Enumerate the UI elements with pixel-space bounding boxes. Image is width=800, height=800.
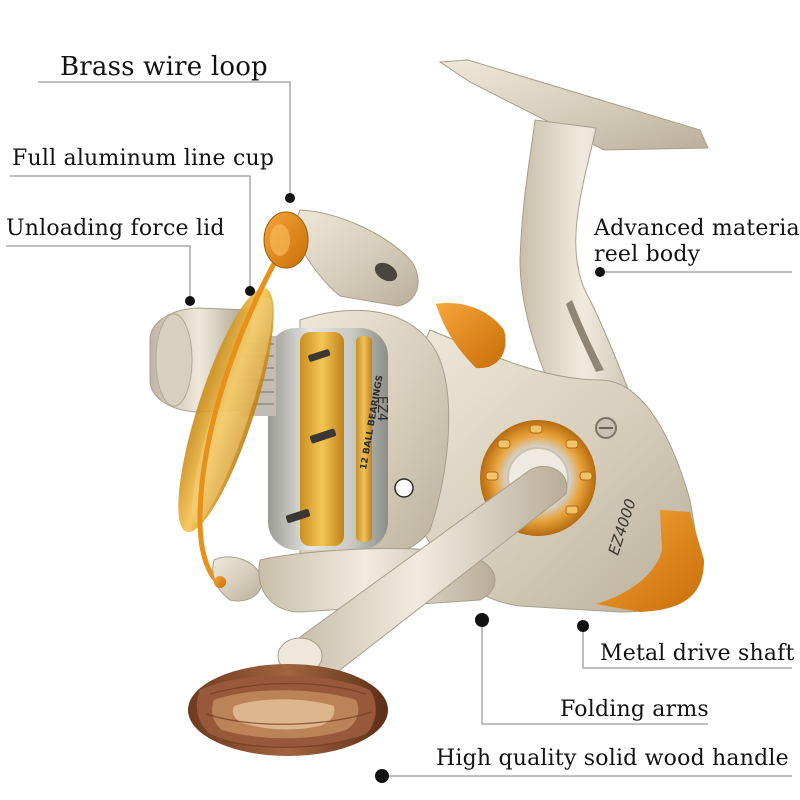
callout-wood-handle: High quality solid wood handle [436,746,789,771]
rear-accent [596,510,704,612]
reel-foot [438,59,709,151]
callout-line-shaft [582,626,792,669]
callout-brass-wire-loop: Brass wire loop [60,52,268,82]
callout-dot-shaft [577,620,589,632]
bail-assembly [197,209,419,602]
callout-reel-body-line2: reel body [594,242,701,267]
callout-dot-lid [185,296,195,306]
callout-reel-body-line1: Advanced material [594,216,800,241]
callout-lines [6,81,792,777]
callout-drive-shaft: Metal drive shaft [600,641,795,666]
rotor-and-spool: EZ4 12 BALL BEARINGS [149,287,450,565]
bail-wire [197,233,293,593]
callout-line-cup: Full aluminum line cup [12,146,275,171]
callout-line-cup [10,175,251,290]
callout-dots [185,193,605,783]
callout-dot-cup [245,286,255,296]
callout-dot-handle [375,769,389,783]
callout-dot-arms [475,613,489,627]
callout-line-lid [6,245,191,300]
folding-handle-arm [258,465,568,676]
callout-folding-arms: Folding arms [560,697,709,722]
rotor-accent [436,303,506,369]
wood-handle [188,664,388,756]
callout-line-brass [38,81,291,196]
callout-dot-body [595,267,605,277]
callout-force-lid: Unloading force lid [6,216,225,241]
callout-dot-brass [285,193,295,203]
spool-model-label: EZ4 [374,396,389,421]
bail-arm [291,209,419,307]
callout-line-arms [481,620,708,725]
